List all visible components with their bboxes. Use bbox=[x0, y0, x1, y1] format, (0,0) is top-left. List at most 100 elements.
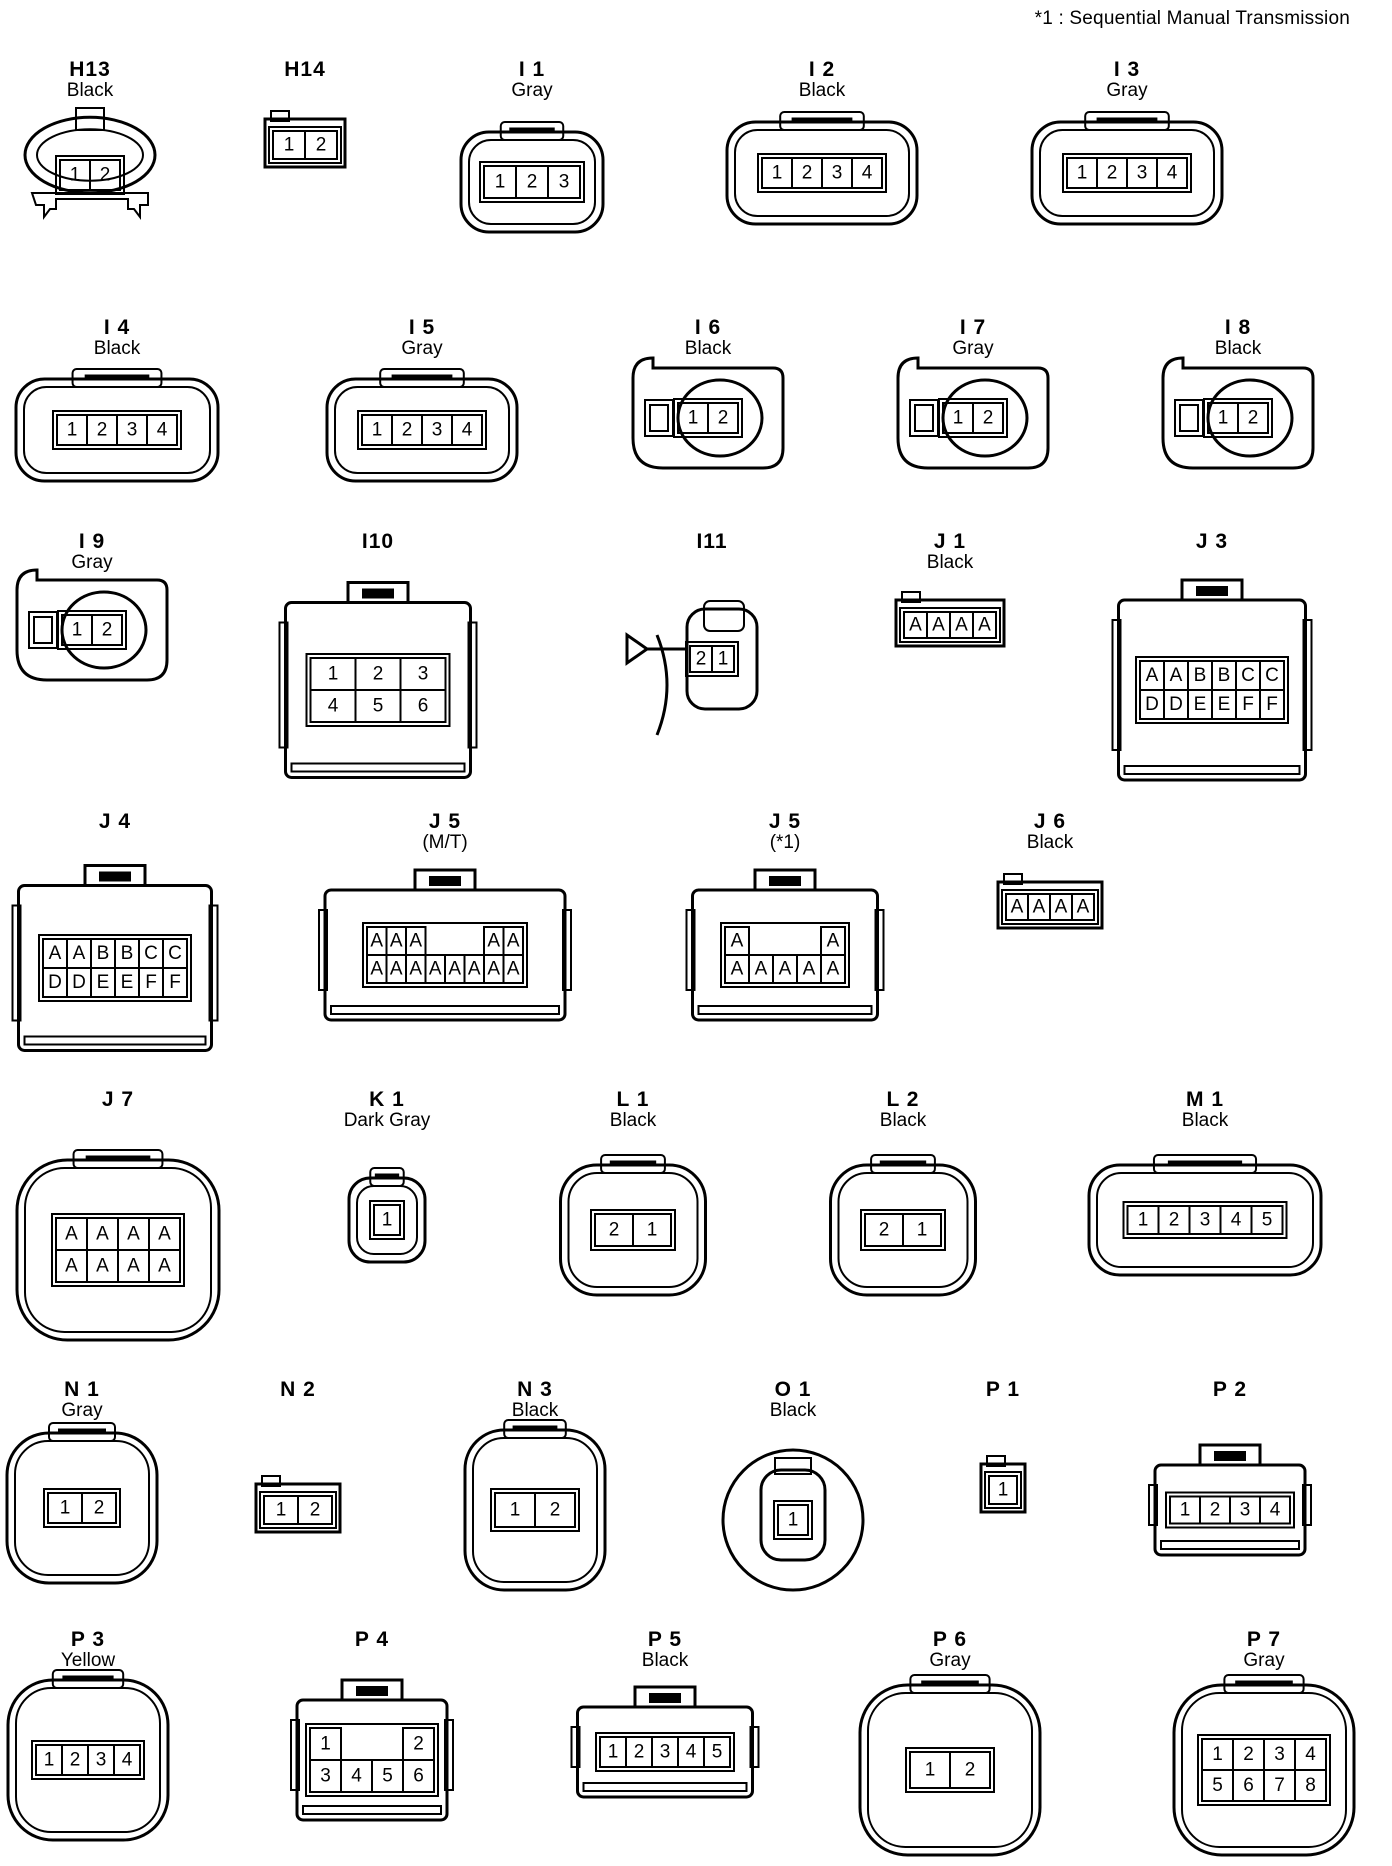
pin-number: 2 bbox=[527, 172, 538, 193]
pin-cell bbox=[677, 402, 709, 434]
connector-code-label: J 3 bbox=[1195, 530, 1229, 553]
pin-cell bbox=[1263, 1769, 1296, 1802]
pin-cell bbox=[90, 967, 116, 998]
pin-number: 1 bbox=[510, 1500, 521, 1521]
housing-outer bbox=[631, 356, 785, 470]
housing-base bbox=[1160, 1540, 1300, 1550]
pin-number: 3 bbox=[559, 172, 570, 193]
housing-latch bbox=[499, 121, 565, 141]
housing-latch bbox=[870, 1154, 936, 1174]
pin-cell bbox=[1201, 1769, 1234, 1802]
pin-number: 2 bbox=[1169, 1210, 1180, 1231]
pin-cavity-frame bbox=[984, 1471, 1022, 1509]
housing-latch bbox=[1003, 873, 1023, 885]
push-clip bbox=[625, 632, 687, 736]
pin-number: 3 bbox=[660, 1742, 671, 1763]
side-lock-inner bbox=[33, 616, 53, 644]
pin-cell bbox=[354, 657, 402, 691]
pin-number: B bbox=[97, 943, 110, 964]
connector-code-label: I 3 bbox=[1113, 58, 1141, 81]
side-rib-right bbox=[562, 909, 572, 991]
side-rib-left bbox=[290, 1719, 300, 1791]
pin-cell bbox=[61, 614, 93, 646]
pin-number: C bbox=[168, 943, 182, 964]
side-lock-inner bbox=[1179, 404, 1199, 432]
pin-cell bbox=[385, 926, 407, 956]
housing-latch bbox=[633, 1685, 697, 1707]
side-rib-right bbox=[874, 909, 885, 991]
connector-code-label: I10 bbox=[361, 530, 395, 553]
latch-bar bbox=[769, 876, 801, 886]
housing-outer bbox=[323, 888, 567, 1022]
housing-socket bbox=[60, 590, 148, 670]
pin-cell bbox=[1237, 402, 1269, 434]
pin-cell bbox=[1211, 689, 1237, 720]
pin-cell bbox=[59, 159, 91, 191]
connector-color-label: Gray bbox=[401, 338, 443, 359]
side-rib-left bbox=[318, 909, 328, 991]
pin-number: 1 bbox=[788, 1510, 799, 1531]
side-rib-left bbox=[1111, 619, 1122, 751]
pin-cell bbox=[1157, 1205, 1191, 1235]
connector-color-label: Yellow bbox=[60, 1650, 116, 1671]
pin-cell bbox=[1139, 660, 1165, 691]
housing-inner bbox=[36, 128, 144, 182]
pin-number: 4 bbox=[1305, 1744, 1316, 1765]
pin-number: 3 bbox=[418, 664, 429, 685]
connector-color-label: Black bbox=[1026, 832, 1074, 853]
pin-cell bbox=[1156, 157, 1188, 189]
housing-outer bbox=[685, 607, 759, 711]
pin-cell bbox=[707, 402, 739, 434]
connector-code-label: J 1 bbox=[933, 530, 967, 553]
pin-cell bbox=[146, 414, 178, 446]
pin-cell bbox=[689, 645, 713, 673]
pin-cell bbox=[502, 926, 524, 956]
connector-code-label: I 1 bbox=[518, 58, 546, 81]
pin-cell bbox=[821, 157, 853, 189]
pin-cell bbox=[903, 611, 928, 639]
housing-base bbox=[290, 762, 466, 773]
pin-cell bbox=[138, 967, 164, 998]
side-lock bbox=[28, 611, 58, 649]
pin-number: A bbox=[978, 615, 991, 636]
pin-cell bbox=[138, 938, 164, 969]
pin-cell bbox=[942, 402, 974, 434]
housing-outer bbox=[15, 568, 169, 682]
housing-base bbox=[697, 1005, 873, 1015]
pin-cavity-frame bbox=[268, 126, 342, 164]
side-lock bbox=[909, 399, 939, 437]
housing-outer bbox=[829, 1163, 977, 1297]
connector-code-label: P 2 bbox=[1212, 1378, 1248, 1401]
pin-cavity-frame bbox=[55, 155, 125, 195]
pin-cell bbox=[1169, 1495, 1201, 1525]
pin-number: A bbox=[73, 943, 86, 964]
pin-number: 6 bbox=[418, 696, 429, 717]
housing-socket bbox=[676, 378, 764, 458]
pin-cell bbox=[851, 157, 883, 189]
housing-inner bbox=[15, 1687, 161, 1833]
pin-number: 2 bbox=[70, 1750, 81, 1771]
pin-cell bbox=[494, 1492, 536, 1528]
side-rib-right bbox=[749, 1726, 760, 1768]
pin-cell bbox=[547, 165, 581, 199]
housing-latch bbox=[703, 600, 745, 632]
housing-outer bbox=[17, 884, 213, 1052]
pin-cell bbox=[651, 1736, 679, 1768]
pin-cavity-frame bbox=[259, 1491, 337, 1529]
housing-inner bbox=[472, 1437, 598, 1583]
pin-cavity-frame bbox=[720, 922, 850, 988]
pin-number: D bbox=[48, 972, 62, 993]
pin-number: A bbox=[507, 931, 520, 952]
pin-number: 3 bbox=[432, 420, 443, 441]
housing-latch bbox=[1180, 578, 1244, 600]
connector-color-label: Black bbox=[609, 1110, 657, 1131]
pin-number: A bbox=[803, 959, 816, 980]
housing-outer bbox=[1161, 356, 1315, 470]
